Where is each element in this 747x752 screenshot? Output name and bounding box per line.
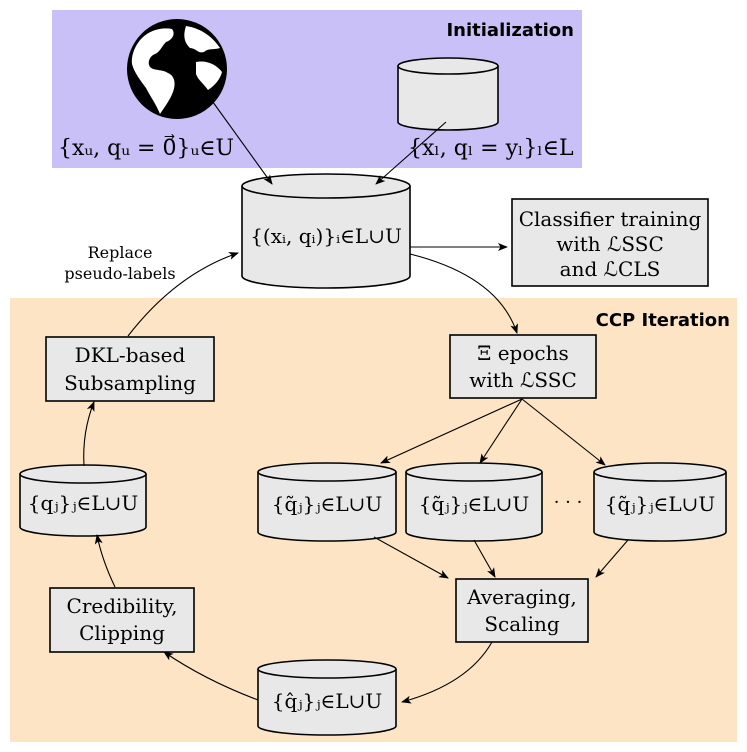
labeled-set-label: {xₗ, qₗ = yₗ}ₗ∈L (408, 136, 574, 161)
dataset-cylinder (241, 173, 411, 289)
classifier-line-2: with ℒSSC (556, 232, 664, 256)
classifier-line-1: Classifier training (519, 207, 702, 231)
epochs-box: Ξ epochs with ℒSSC (449, 334, 597, 399)
unlabeled-set-label: {xᵤ, qᵤ = 0⃗}ᵤ∈U (58, 134, 234, 161)
dataset-label: {(xᵢ, qᵢ)}ᵢ∈L∪U (250, 224, 402, 248)
arrows (83, 97, 629, 704)
averaging-line-2: Scaling (484, 612, 560, 636)
qtilde-label-1: {q̃ⱼ}ⱼ∈L∪U (272, 492, 383, 516)
q-set-label: {qⱼ}ⱼ∈L∪U (28, 491, 139, 515)
credibility-box: Credibility, Clipping (49, 587, 195, 653)
subsampling-box: DKL-based Subsampling (45, 336, 215, 402)
qtilde-cylinder-1 (257, 462, 397, 542)
averaging-box: Averaging, Scaling (455, 578, 589, 643)
labeled-data-cylinder (397, 57, 499, 131)
classifier-line-3: and ℒCLS (560, 257, 661, 281)
initialization-title: Initialization (446, 20, 574, 41)
qhat-set-label: {q̂ⱼ}ⱼ∈L∪U (272, 689, 383, 713)
globe-icon (127, 19, 227, 119)
ellipsis: · · · (554, 492, 583, 513)
averaging-line-1: Averaging, (466, 585, 577, 609)
replace-label-line-2: pseudo-labels (64, 264, 175, 283)
classifier-training-box: Classifier training with ℒSSC and ℒCLS (511, 198, 709, 287)
replace-label-line-1: Replace (88, 243, 153, 262)
q-set-cylinder (19, 464, 147, 537)
qhat-set-cylinder (257, 659, 397, 736)
subsampling-line-1: DKL-based (75, 343, 186, 367)
ccp-iteration-title: CCP Iteration (596, 310, 730, 331)
credibility-line-1: Credibility, (67, 594, 178, 618)
epochs-line-2: with ℒSSC (469, 368, 577, 392)
credibility-line-2: Clipping (79, 621, 165, 645)
qtilde-label-3: {q̃ⱼ}ⱼ∈L∪U (605, 492, 716, 516)
epochs-line-1: Ξ epochs (477, 341, 568, 365)
qtilde-label-2: {q̃ⱼ}ⱼ∈L∪U (419, 492, 530, 516)
qtilde-cylinder-2 (405, 462, 543, 542)
subsampling-line-2: Subsampling (64, 371, 196, 395)
qtilde-cylinder-3 (593, 462, 727, 542)
